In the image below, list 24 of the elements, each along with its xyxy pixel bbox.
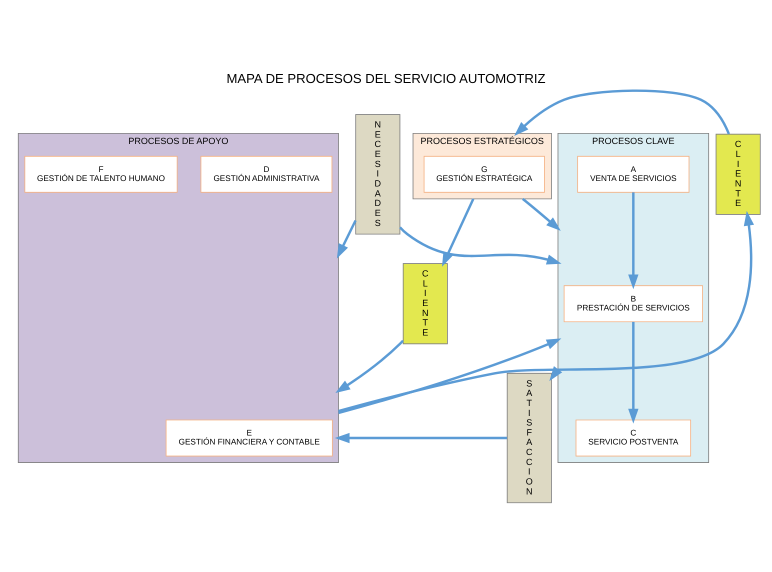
arrow <box>399 226 562 264</box>
arrow <box>628 322 638 424</box>
node-box: C SERVICIO POSTVENTA <box>576 420 692 456</box>
node-box: G GESTIÓN ESTRATÉGICA <box>424 156 545 193</box>
node-box: A VENTA DE SERVICIOS <box>577 156 690 193</box>
arrow <box>628 192 638 290</box>
diagram-title: MAPA DE PROCESOS DEL SERVICIO AUTOMOTRIZ <box>226 71 546 86</box>
arrow <box>338 338 562 414</box>
node-box: SATISFACCION <box>506 372 552 504</box>
arrow <box>335 340 404 393</box>
arrow <box>514 89 730 136</box>
node-box: F GESTIÓN DE TALENTO HUMANO <box>24 156 178 193</box>
arrow <box>334 432 507 444</box>
arrow <box>442 198 474 267</box>
arrow <box>336 220 357 259</box>
arrow <box>522 198 561 231</box>
arrow <box>549 366 562 382</box>
node-box: CLIENTE <box>716 134 761 215</box>
node-box: E GESTIÓN FINANCIERA Y CONTABLE <box>166 420 333 456</box>
node-box: D GESTIÓN ADMINISTRATIVA <box>200 156 332 193</box>
node-box: B PRESTACIÓN DE SERVICIOS <box>564 285 703 322</box>
node-box: NECESIDADES <box>355 114 400 234</box>
node-box: CLIENTE <box>402 263 448 344</box>
arrow <box>338 210 754 412</box>
